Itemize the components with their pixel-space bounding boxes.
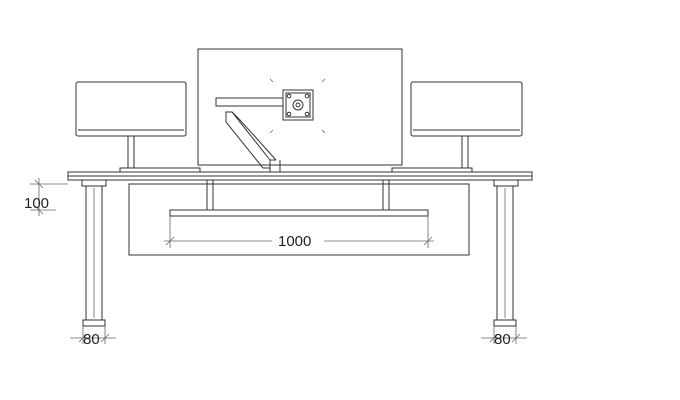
right-monitor [391,81,523,174]
dimension-right-leg: 80 [481,326,527,348]
dimension-beam-length: 1000 [164,216,434,250]
left-leg [82,185,106,327]
left-monitor [75,81,201,174]
dimension-thickness-label: 100 [24,195,49,212]
dimension-thickness: 100 [24,178,68,216]
dimension-left-leg-label: 80 [83,331,100,348]
dimension-right-leg-label: 80 [494,331,511,348]
desk-top [67,171,533,187]
dimension-beam-length-label: 1000 [278,233,311,250]
cable-tray [128,180,470,256]
dimension-left-leg: 80 [70,326,116,348]
right-leg [493,185,517,327]
monitor-arm [215,89,314,178]
